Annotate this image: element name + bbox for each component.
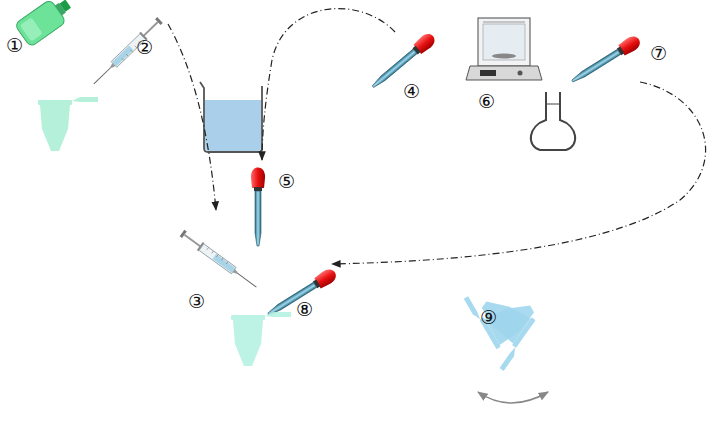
callout-number: ⑨	[480, 308, 497, 327]
callout-number: ⑦	[650, 44, 667, 63]
callout-number: ④	[403, 82, 420, 101]
callout-number: ⑧	[296, 300, 313, 319]
callout-number: ③	[188, 292, 205, 311]
callout-number: ①	[6, 36, 23, 55]
callout-number: ⑤	[278, 172, 295, 191]
callout-number: ⑥	[478, 92, 495, 111]
callout-number: ②	[136, 38, 153, 57]
